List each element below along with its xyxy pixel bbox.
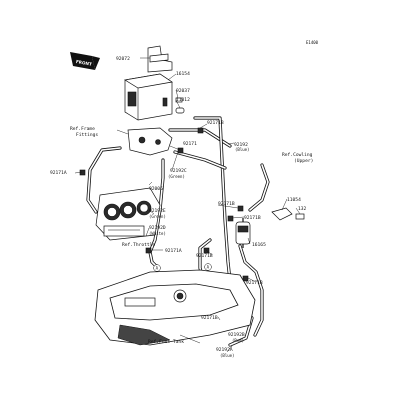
front-arrow-icon: FRONT bbox=[70, 52, 100, 70]
part-92072: 92072 bbox=[116, 56, 130, 62]
part-92171B-b: 92171B bbox=[244, 215, 261, 221]
part-92192D-color: (White) bbox=[149, 231, 166, 236]
part-92192C-color: (Green) bbox=[168, 174, 185, 179]
ref-throttle-label: Ref.Throttle bbox=[122, 242, 155, 248]
part-92006: 92006 bbox=[149, 186, 163, 192]
leader-lines bbox=[74, 57, 301, 353]
part-92192E-color: (Green) bbox=[149, 214, 166, 219]
part-92171B-a: 92171B bbox=[218, 201, 235, 207]
canister bbox=[124, 73, 173, 121]
ref-frame-fittings-label: Fittings bbox=[76, 132, 98, 138]
connector-a-markers: A A bbox=[153, 263, 212, 272]
hose-network bbox=[86, 116, 270, 347]
part-92192A-color: (Blue) bbox=[220, 353, 234, 358]
callout-labels: 92072 16154 92037 11012 92171B 92171 921… bbox=[50, 56, 313, 358]
part-11054: 11054 bbox=[287, 197, 301, 203]
part-92171B-c: 92171B bbox=[196, 253, 213, 259]
part-132: 132 bbox=[298, 206, 307, 212]
part-92171B-e: 92171B bbox=[201, 315, 218, 321]
connector-a-label-2: A bbox=[207, 265, 210, 270]
part-92171B-top: 92171B bbox=[207, 120, 224, 126]
part-92192B: 92192B bbox=[228, 332, 245, 338]
part-92192: 92192 bbox=[234, 142, 248, 148]
part-92192-color: (Blue) bbox=[235, 147, 249, 152]
ref-cowling-label: Ref.Cowling bbox=[282, 152, 313, 158]
part-92192A: 92192A bbox=[216, 347, 233, 353]
canister-bracket bbox=[147, 45, 173, 73]
part-92171A-left: 92171A bbox=[50, 170, 67, 176]
part-92192E: 92192E bbox=[149, 208, 166, 214]
connector-a-label-1: A bbox=[156, 266, 159, 271]
part-92192B-color: (Red) bbox=[232, 338, 244, 343]
fuel-tank bbox=[94, 269, 256, 346]
part-11012: 11012 bbox=[176, 97, 190, 103]
part-16154: 16154 bbox=[176, 71, 190, 77]
part-92171-top: 92171 bbox=[183, 141, 197, 147]
fuel-separator bbox=[235, 218, 251, 248]
part-16165: 16165 bbox=[252, 242, 266, 248]
part-92037: 92037 bbox=[176, 88, 190, 94]
part-92192C: 92192C bbox=[170, 168, 187, 174]
part-92171A-low: 92171A bbox=[165, 248, 182, 254]
ref-fuel-tank-label: Ref.Fuel Tank bbox=[148, 339, 184, 345]
part-92192D: 92192D bbox=[149, 225, 166, 231]
front-label: FRONT bbox=[76, 59, 93, 67]
throttle-body bbox=[95, 187, 161, 241]
ref-cowling-upper-label: (Upper) bbox=[294, 158, 313, 164]
frame-bracket bbox=[127, 127, 173, 156]
diagram-code: E1400 bbox=[306, 40, 319, 45]
ref-frame-label: Ref.Frame bbox=[70, 126, 95, 132]
part-92171B-d: 92171B bbox=[246, 280, 263, 286]
